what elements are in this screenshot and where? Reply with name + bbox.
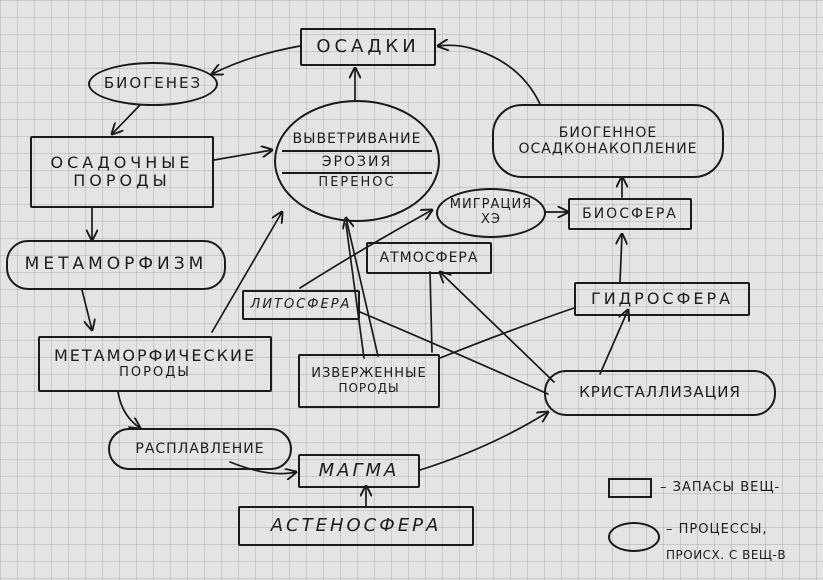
node-osadochnye-porody: ОСАДОЧНЫЕ ПОРОДЫ (30, 136, 214, 208)
node-izverzhennye-label-2: ПОРОДЫ (338, 380, 400, 395)
node-osadki: ОСАДКИ (300, 28, 436, 66)
edge-metamorficheskie-rasplavlenie (117, 391, 140, 428)
legend-oval-symbol (608, 522, 660, 552)
legend-rect-symbol (608, 478, 652, 498)
node-biogennoe-osadkonakoplenie: БИОГЕННОЕ ОСАДКОНАКОПЛЕНИЕ (492, 104, 724, 178)
node-litosfera-label: ЛИТОСФЕРА (250, 296, 352, 312)
node-metamorficheskie-label-2: ПОРОДЫ (119, 364, 191, 380)
edge-litosfera-kristallizatsiya (359, 311, 549, 395)
node-litosfera: ЛИТОСФЕРА (242, 290, 360, 320)
edge-osadki-biogenez (212, 45, 301, 74)
node-osadki-label: ОСАДКИ (316, 35, 420, 57)
edge-kristallizatsiya-atmosfera (440, 272, 555, 383)
node-astenosfera-label: АСТЕНОСФЕРА (270, 514, 442, 536)
node-kristallizatsiya: КРИСТАЛЛИЗАЦИЯ (544, 370, 776, 416)
node-biogenez-label: БИОГЕНЕЗ (103, 74, 203, 93)
node-biosfera-label: БИОСФЕРА (582, 205, 678, 222)
legend-process-label-2: ПРОИСХ. С ВЕЩ-В (666, 548, 787, 562)
edge-izverzhennye-gidrosfera (439, 307, 575, 359)
node-rasplavlenie: РАСПЛАВЛЕНИЕ (108, 428, 292, 470)
node-atmosfera-label: АТМОСФЕРА (379, 249, 479, 266)
edge-litosfera-migratsiya (299, 210, 432, 289)
node-biogennoe-label-1: БИОГЕННОЕ (558, 124, 658, 141)
node-vyvetrivanie-label: ВЫВЕТРИВАНИЕ (292, 131, 422, 148)
node-eroziya-label: ЭРОЗИЯ (321, 153, 393, 170)
node-osadochnye-label-2: ПОРОДЫ (73, 171, 171, 190)
edge-izverzhennye-vyvetrivanie (346, 218, 379, 357)
node-vyvetrivanie: ВЫВЕТРИВАНИЕ ЭРОЗИЯ ПЕРЕНОС (274, 100, 440, 222)
node-biogenez: БИОГЕНЕЗ (88, 62, 218, 106)
node-migratsiya-label-1: МИГРАЦИЯ (449, 197, 533, 213)
node-metamorfizm-label: МЕТАМОРФИЗМ (24, 254, 208, 275)
edge-metamorfizm-metamorficheskie (81, 289, 92, 330)
node-kristallizatsiya-label: КРИСТАЛЛИЗАЦИЯ (579, 383, 741, 402)
node-migratsiya: МИГРАЦИЯ ХЭ (436, 188, 546, 238)
node-migratsiya-label-2: ХЭ (481, 212, 501, 227)
edge-biogennoe-osadki (438, 45, 541, 105)
node-perenos-label: ПЕРЕНОС (318, 174, 396, 190)
node-gidrosfera-label: ГИДРОСФЕРА (590, 288, 734, 308)
node-magma-label: МАГМА (318, 459, 400, 481)
node-biosfera: БИОСФЕРА (568, 198, 692, 230)
node-osadochnye-label-1: ОСАДОЧНЫЕ (50, 152, 194, 172)
node-metamorficheskie-label-1: МЕТАМОРФИЧЕСКИЕ (53, 346, 257, 366)
node-metamorficheskie-porody: МЕТАМОРФИЧЕСКИЕ ПОРОДЫ (38, 336, 272, 392)
edge-magma-kristallizatsiya (419, 412, 548, 471)
edge-metamorficheskie-vyvetrivanie (211, 212, 282, 333)
node-atmosfera: АТМОСФЕРА (366, 242, 492, 274)
edge-rasplavlenie-magma (229, 461, 296, 474)
node-magma: МАГМА (298, 454, 420, 488)
edge-kristallizatsiya-gidrosfera (599, 310, 628, 375)
edge-osadochnye-vyvetrivanie (213, 150, 272, 161)
legend-stocks-label: – ЗАПАСЫ ВЕЩ- (660, 480, 781, 495)
node-metamorfizm: МЕТАМОРФИЗМ (6, 240, 226, 290)
node-vyvetrivanie-divider-1 (282, 149, 432, 152)
node-vyvetrivanie-divider-2 (282, 171, 432, 174)
node-astenosfera: АСТЕНОСФЕРА (238, 506, 474, 546)
node-rasplavlenie-label: РАСПЛАВЛЕНИЕ (135, 440, 265, 457)
node-gidrosfera: ГИДРОСФЕРА (574, 282, 750, 316)
node-izverzhennye-label-1: ИЗВЕРЖЕННЫЕ (311, 365, 427, 381)
edge-atmosfera-line (429, 271, 433, 353)
edge-biogenez-osadochnye (112, 104, 141, 134)
edge-gidrosfera-biosfera (620, 234, 622, 283)
node-biogennoe-label-2: ОСАДКОНАКОПЛЕНИЕ (518, 141, 698, 157)
legend-process-label-1: – ПРОЦЕССЫ, (666, 522, 768, 537)
node-izverzhennye-porody: ИЗВЕРЖЕННЫЕ ПОРОДЫ (298, 354, 440, 408)
